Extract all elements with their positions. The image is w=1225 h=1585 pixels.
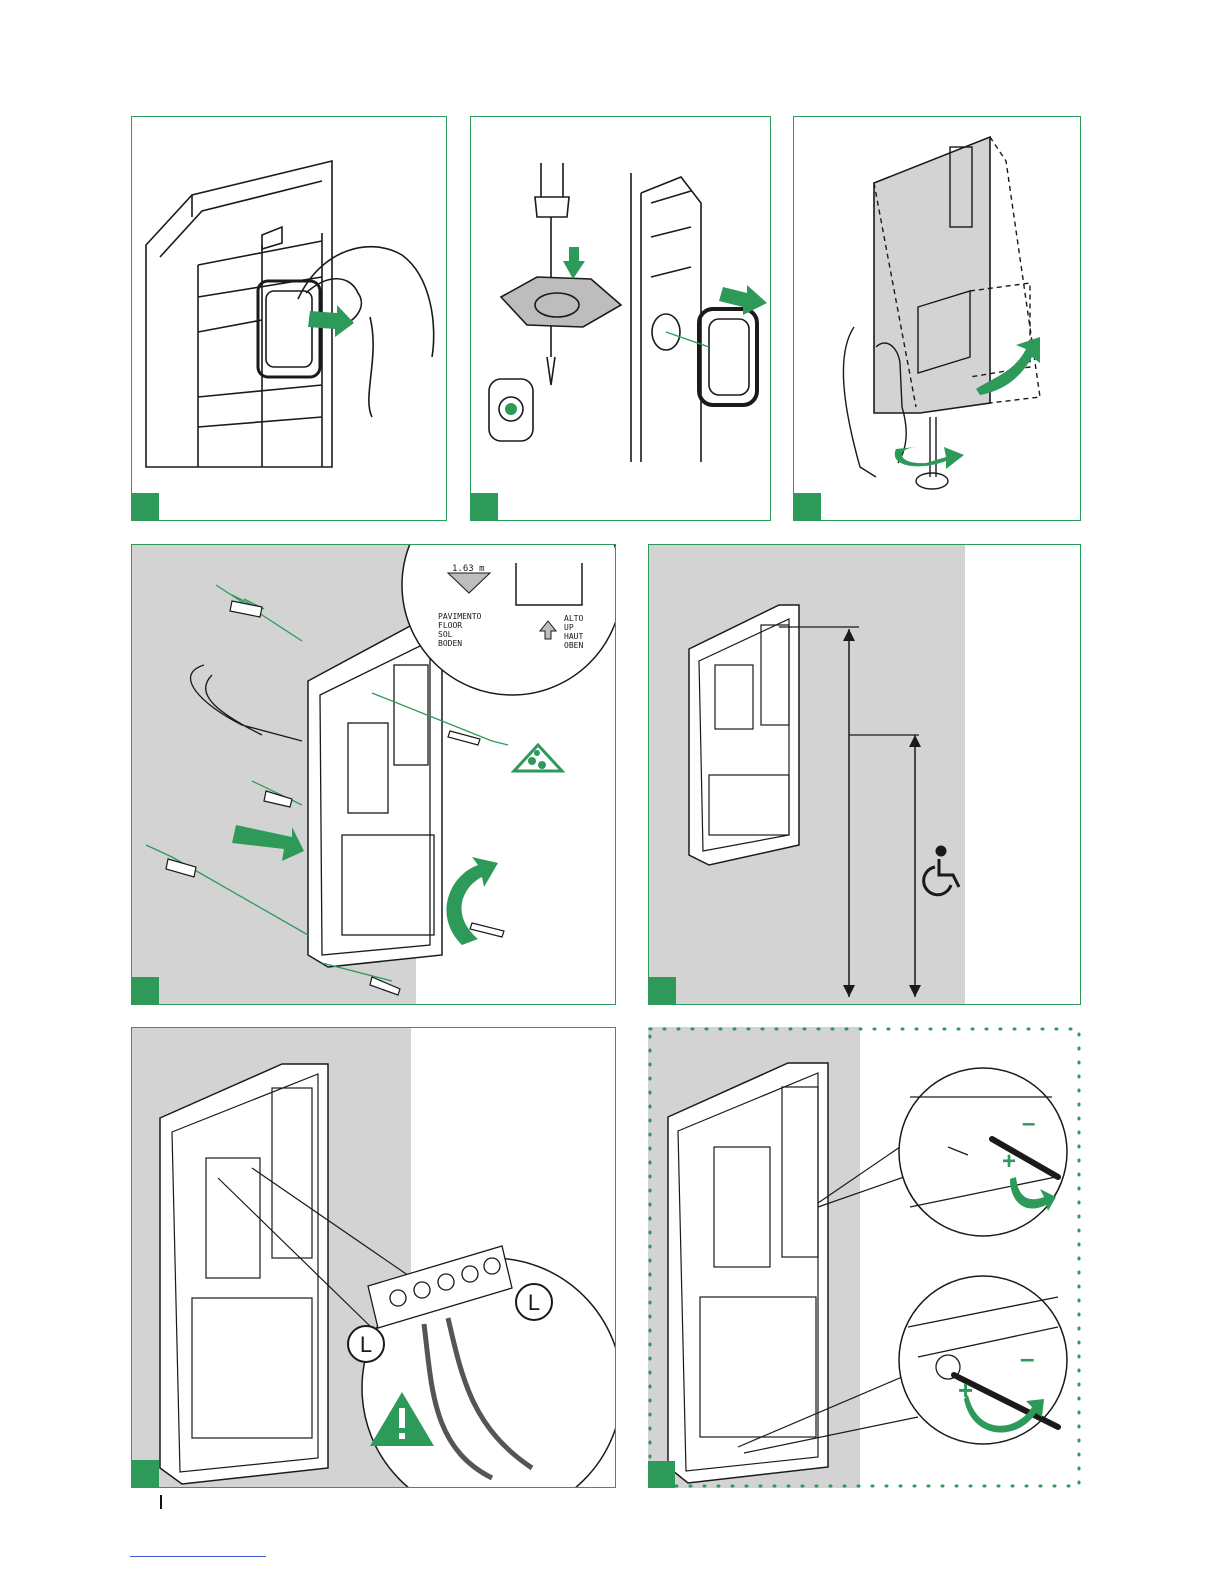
step-panel-5 [648,544,1081,1005]
wiring-illustration: L L [132,1028,616,1488]
up-word: ALTO [564,614,583,623]
footer-link-rule [130,1556,266,1557]
floor-word: PAVIMENTO [438,612,482,621]
step-number-box [132,1460,159,1487]
step-panel-2 [470,116,771,521]
floor-word: SOL [438,630,453,639]
volume-adjust-illustration: – + – + [648,1027,1081,1488]
step-number-box [648,1461,675,1488]
wall-mounting-illustration: 1.63 m PAVIMENTO FLOOR SOL BODEN ALTO UP… [132,545,616,1005]
step-panel-3 [793,116,1081,521]
step-number-box [794,493,821,520]
step-number-box [132,493,159,520]
increase-sign: + [958,1375,973,1405]
mounting-height-label: 1.63 m [452,564,485,574]
up-word: OBEN [564,641,583,650]
terminal-label: L [360,1332,372,1357]
floor-word: BODEN [438,639,462,648]
page-marker [160,1495,162,1509]
floor-word: FLOOR [438,621,462,630]
step-number-box [132,977,159,1004]
up-word: UP [564,623,574,632]
step-panel-7: – + – + [648,1027,1081,1488]
up-word: HAUT [564,632,583,641]
step-panel-1 [131,116,447,521]
mounting-height-illustration [649,545,1081,1005]
increase-sign: + [1002,1148,1016,1175]
step-panel-4: 1.63 m PAVIMENTO FLOOR SOL BODEN ALTO UP… [131,544,616,1005]
decrease-sign: – [1022,1110,1035,1137]
decrease-sign: – [1020,1343,1034,1373]
remove-cover-illustration [132,117,447,521]
screwdriver-cap-illustration [471,117,771,521]
fix-module-illustration [794,117,1081,521]
step-panel-6: L L [131,1027,616,1488]
water-drops-icon [514,745,562,771]
step-number-box [471,493,498,520]
step-number-box [649,977,676,1004]
terminal-label: L [528,1290,540,1315]
